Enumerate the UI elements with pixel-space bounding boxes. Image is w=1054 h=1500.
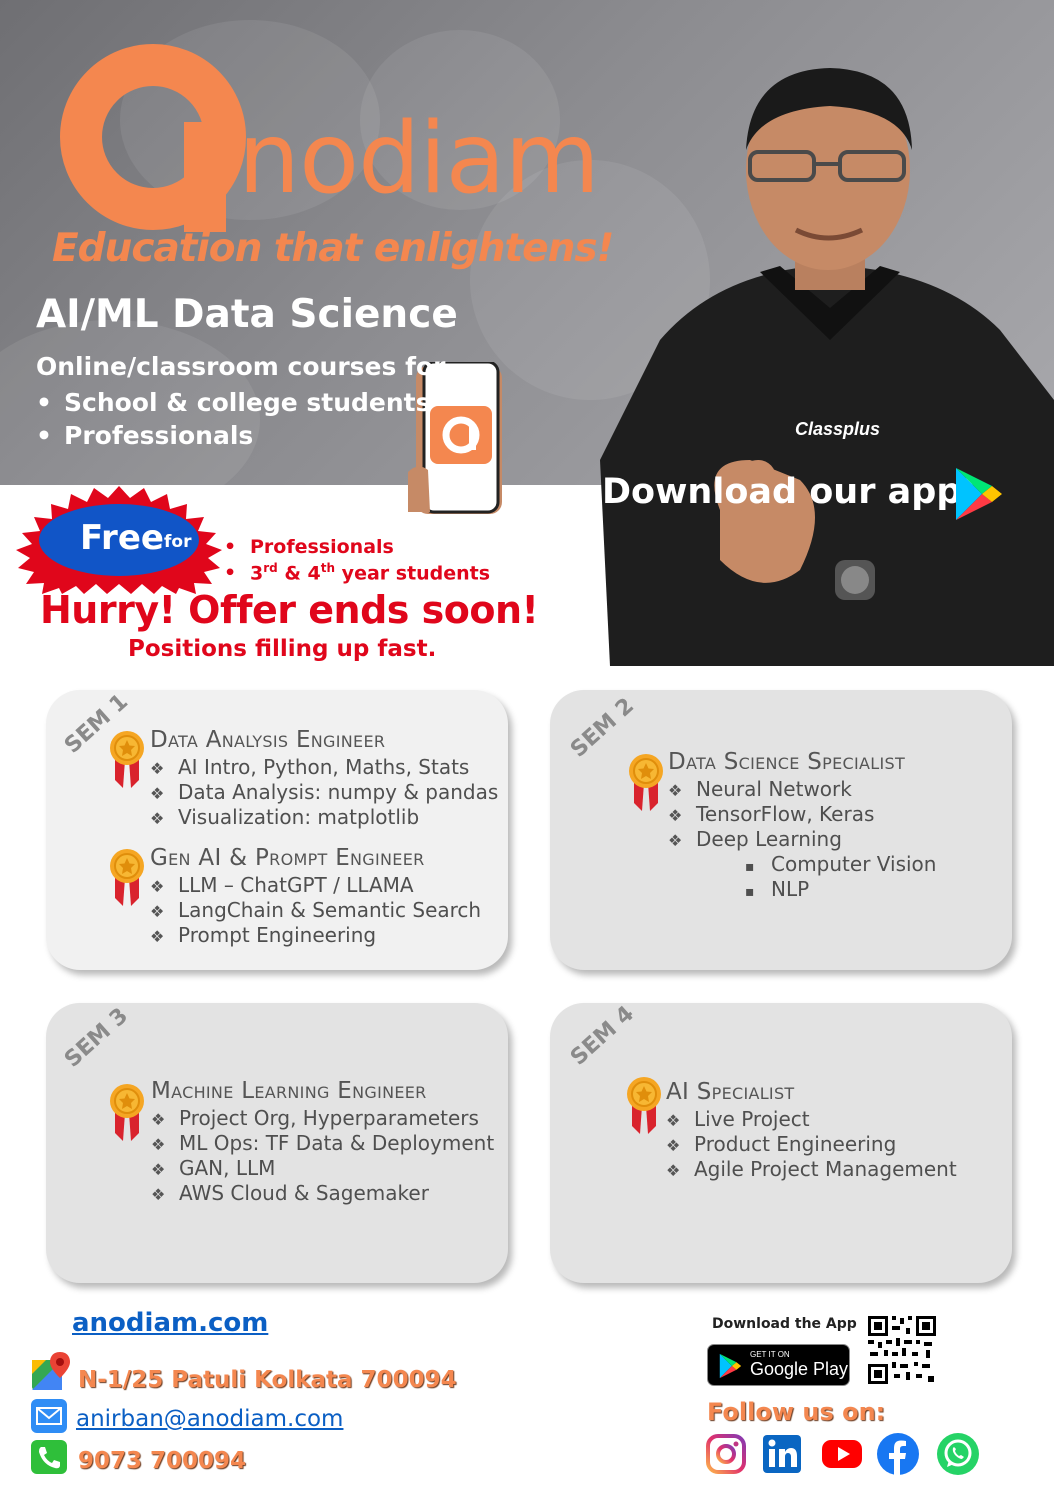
brand-logo-icon — [60, 44, 246, 232]
list-item: ❖AWS Cloud & Sagemaker — [151, 1181, 429, 1205]
list-item: ❖LLM – ChatGPT / LLAMA — [150, 873, 414, 897]
google-play-badge[interactable]: GET IT ON Google Play — [707, 1344, 850, 1386]
qr-code-icon[interactable] — [866, 1314, 938, 1386]
offer-headline: Hurry! Offer ends soon! — [40, 588, 539, 632]
list-item: ❖Prompt Engineering — [150, 923, 377, 947]
youtube-icon[interactable] — [820, 1432, 864, 1476]
course-topic-list: ❖Project Org, Hyperparameters ❖ML Ops: T… — [151, 1106, 494, 1206]
medal-icon — [627, 1077, 661, 1134]
store-badge-small-text: GET IT ON — [750, 1350, 790, 1359]
course-title: AI Specialist — [666, 1079, 795, 1105]
course-topic-list: ❖Neural Network ❖TensorFlow, Keras ❖Deep… — [668, 777, 874, 852]
list-item: ❖Product Engineering — [666, 1132, 897, 1156]
google-play-icon — [719, 1353, 742, 1379]
course-topic-list: ❖AI Intro, Python, Maths, Stats ❖Data An… — [150, 755, 498, 830]
list-item: ❖Live Project — [666, 1107, 810, 1131]
medal-icon — [110, 1084, 144, 1141]
audience-item: Professionals — [36, 421, 431, 454]
email-icon — [31, 1399, 67, 1433]
list-item: ❖Data Analysis: numpy & pandas — [150, 780, 499, 804]
map-pin-icon — [32, 1352, 70, 1390]
list-item: ❖LangChain & Semantic Search — [150, 898, 482, 922]
list-item: ❖Project Org, Hyperparameters — [151, 1106, 479, 1130]
shirt-brand-label: Classplus — [795, 419, 880, 439]
brand-name: nodiam — [238, 102, 600, 216]
medal-icon — [110, 731, 144, 788]
follow-us-label: Follow us on: — [707, 1398, 886, 1426]
semester-card-3 — [46, 1003, 508, 1283]
medal-icon — [110, 849, 144, 906]
course-subtopic-list: Computer Vision NLP — [745, 852, 936, 902]
whatsapp-icon[interactable] — [936, 1432, 980, 1476]
phone-number: 9073 700094 — [78, 1448, 247, 1474]
course-title: Gen AI & Prompt Engineer — [150, 845, 425, 871]
course-title: Data Analysis Engineer — [150, 727, 386, 753]
brand-tagline: Education that enlightens! — [52, 226, 614, 271]
course-topic-list: ❖Live Project ❖Product Engineering ❖Agil… — [666, 1107, 957, 1182]
list-item: Computer Vision — [745, 852, 936, 877]
phone-image — [408, 362, 502, 514]
hero-title: AI/ML Data Science — [36, 292, 458, 337]
hero-subtitle: Online/classroom courses for — [36, 352, 446, 381]
list-item: ❖Agile Project Management — [666, 1157, 957, 1181]
list-item: ❖Visualization: matplotlib — [150, 805, 420, 829]
offer-subline: Positions filling up fast. — [128, 636, 437, 662]
course-title: Data Science Specialist — [668, 749, 906, 775]
medal-icon — [629, 754, 663, 811]
store-badge-name: Google Play — [750, 1359, 849, 1379]
spokesperson-image: Classplus — [600, 68, 1054, 666]
download-app-label: Download the App — [712, 1316, 857, 1332]
email-link[interactable]: anirban@anodiam.com — [76, 1406, 344, 1432]
list-item: ❖Deep Learning — [668, 827, 842, 851]
background-figure — [360, 30, 560, 210]
list-item: ❖AI Intro, Python, Maths, Stats — [150, 755, 470, 779]
course-topic-list: ❖LLM – ChatGPT / LLAMA ❖LangChain & Sema… — [150, 873, 481, 948]
linkedin-icon[interactable] — [760, 1432, 804, 1476]
phone-icon — [31, 1440, 67, 1474]
audience-list: School & college students Professionals — [36, 388, 431, 454]
free-for-label: for — [164, 532, 192, 552]
semester-card-4 — [550, 1003, 1012, 1283]
offer-eligibility-item: 3rd & 4th year students — [224, 561, 490, 586]
list-item: ❖Neural Network — [668, 777, 852, 801]
address-text: N-1/25 Patuli Kolkata 700094 — [78, 1367, 457, 1393]
offer-eligibility-item: Professionals — [224, 536, 490, 561]
website-link[interactable]: anodiam.com — [72, 1308, 269, 1338]
course-title: Machine Learning Engineer — [151, 1078, 427, 1104]
list-item: NLP — [745, 877, 936, 902]
free-label: Free — [80, 518, 164, 558]
google-play-icon[interactable] — [952, 466, 1004, 522]
instagram-icon[interactable] — [704, 1432, 748, 1476]
list-item: ❖TensorFlow, Keras — [668, 802, 875, 826]
list-item: ❖ML Ops: TF Data & Deployment — [151, 1131, 495, 1155]
free-starburst-icon — [16, 486, 222, 594]
list-item: ❖GAN, LLM — [151, 1156, 276, 1180]
offer-eligibility-list: Professionals 3rd & 4th year students — [224, 536, 490, 586]
audience-item: School & college students — [36, 388, 431, 421]
semester-card-2 — [550, 690, 1012, 970]
download-app-link[interactable]: Download our app! — [602, 472, 978, 512]
facebook-icon[interactable] — [876, 1432, 920, 1476]
